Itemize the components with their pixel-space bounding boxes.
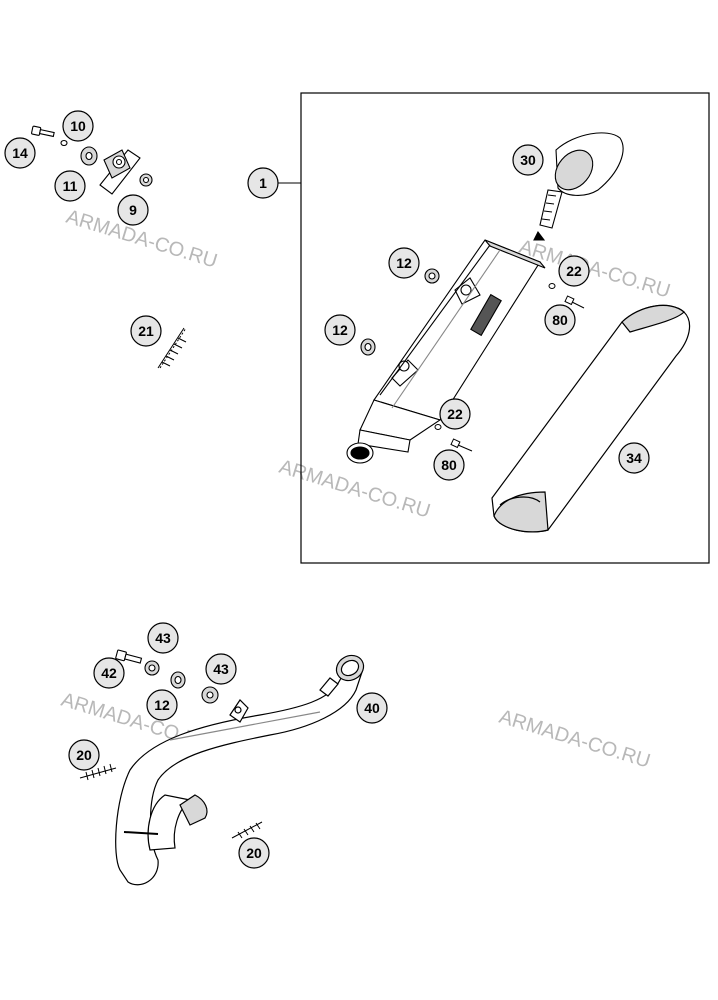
callout-12-header[interactable]: 12 xyxy=(146,689,178,721)
header-pipe-part-40 xyxy=(115,654,365,886)
spring-part-20-lower xyxy=(231,821,263,839)
washer-part-43-rear xyxy=(201,686,219,704)
callout-43-upper-label: 43 xyxy=(155,630,171,646)
muffler-body xyxy=(346,239,546,464)
callout-30[interactable]: 30 xyxy=(512,144,544,176)
callout-20-upper-label: 20 xyxy=(76,747,92,763)
callout-80-upper[interactable]: 80 xyxy=(544,304,576,336)
callout-42[interactable]: 42 xyxy=(93,657,125,689)
callout-34[interactable]: 34 xyxy=(618,442,650,474)
bolt-part-14 xyxy=(31,125,55,138)
watermark-2: ARMADA-CO.RU xyxy=(517,236,673,303)
callout-12-lower-label: 12 xyxy=(332,322,348,338)
callout-12-upper[interactable]: 12 xyxy=(388,247,420,279)
callout-12-header-label: 12 xyxy=(154,697,170,713)
callout-20-lower-label: 20 xyxy=(246,845,262,861)
watermark-3: ARMADA-CO.RU xyxy=(277,456,433,523)
muffler-sleeve-part-34 xyxy=(491,304,691,533)
screw-set-lower xyxy=(434,424,473,452)
callout-20-lower[interactable]: 20 xyxy=(238,837,270,869)
callout-22-lower[interactable]: 22 xyxy=(439,398,471,430)
washer-part-10 xyxy=(60,139,68,147)
callout-10[interactable]: 10 xyxy=(62,110,94,142)
bolt-part-42 xyxy=(115,649,143,664)
callout-21[interactable]: 21 xyxy=(130,315,162,347)
callout-9[interactable]: 9 xyxy=(117,194,149,226)
callout-9-label: 9 xyxy=(129,202,137,218)
callout-80-lower-label: 80 xyxy=(441,457,457,473)
callout-22-lower-label: 22 xyxy=(447,406,463,422)
grommet-part-12-upper xyxy=(424,268,440,284)
end-cap-part-30 xyxy=(533,132,624,241)
screw-set-upper xyxy=(548,283,585,309)
bracket-group xyxy=(31,125,153,195)
callout-1[interactable]: 1 xyxy=(247,167,279,199)
callout-22-upper[interactable]: 22 xyxy=(558,255,590,287)
callout-80-upper-label: 80 xyxy=(552,312,568,328)
header-mount-hardware xyxy=(115,649,219,704)
spacer-part-12-lower xyxy=(170,671,186,689)
callout-40-label: 40 xyxy=(364,700,380,716)
watermarks: ARMADA-CO.RU ARMADA-CO.RU ARMADA-CO.RU A… xyxy=(59,206,673,773)
grommet-part-11 xyxy=(80,146,98,166)
callout-11-label: 11 xyxy=(63,178,78,194)
spring-part-21 xyxy=(157,327,187,369)
washer-part-43-front xyxy=(144,660,160,676)
muffler-assembly-frame xyxy=(300,92,710,564)
callout-12-upper-label: 12 xyxy=(396,255,412,271)
callout-43-lower[interactable]: 43 xyxy=(205,653,237,685)
callout-10-label: 10 xyxy=(70,118,86,134)
nut-part-9 xyxy=(139,173,153,187)
callout-20-upper[interactable]: 20 xyxy=(68,739,100,771)
callouts: 14 10 11 9 21 1 30 12 xyxy=(4,110,650,869)
callout-14-label: 14 xyxy=(12,145,28,161)
callout-80-lower[interactable]: 80 xyxy=(433,449,465,481)
callout-34-label: 34 xyxy=(626,450,642,466)
washer-part-22-upper xyxy=(548,283,556,289)
callout-43-lower-label: 43 xyxy=(213,661,229,677)
callout-22-upper-label: 22 xyxy=(566,263,582,279)
callout-42-label: 42 xyxy=(101,665,117,681)
callout-1-label: 1 xyxy=(259,175,267,191)
callout-30-label: 30 xyxy=(520,152,536,168)
callout-21-label: 21 xyxy=(138,323,154,339)
washer-part-22-lower xyxy=(434,424,442,430)
callout-40[interactable]: 40 xyxy=(356,692,388,724)
grommet-part-12-lower xyxy=(360,338,376,356)
spring-part-20-upper xyxy=(79,763,117,781)
watermark-5: ARMADA-CO.RU xyxy=(497,706,653,773)
callout-12-lower[interactable]: 12 xyxy=(324,314,356,346)
callout-43-upper[interactable]: 43 xyxy=(147,622,179,654)
callout-11[interactable]: 11 xyxy=(54,170,86,202)
bracket-plate xyxy=(99,149,141,195)
callout-14[interactable]: 14 xyxy=(4,137,36,169)
